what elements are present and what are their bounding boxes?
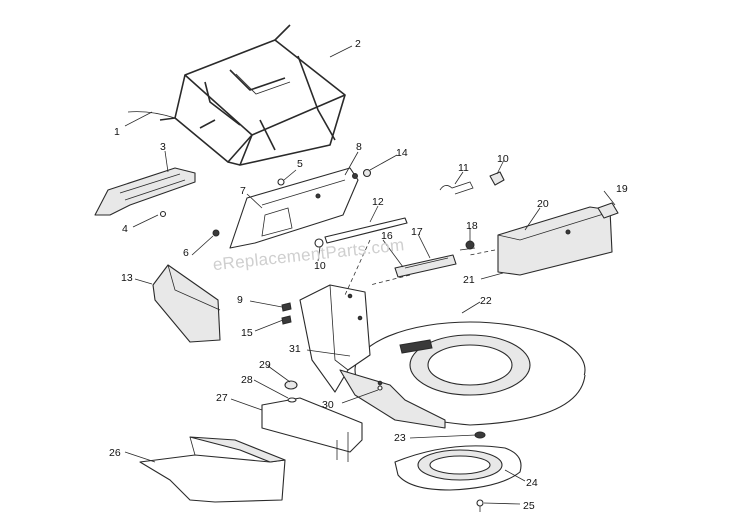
discharge-chute-part-26 [139, 436, 286, 503]
bolt-part-9 [281, 302, 292, 312]
leader-lines [124, 45, 616, 505]
nut-part-29 [284, 380, 298, 390]
bag-frame-part-2 [159, 24, 346, 166]
end-cap-part-19 [597, 202, 619, 219]
screw-part-25 [476, 499, 484, 512]
bolt-part-30 [377, 385, 383, 391]
mower-deck-part-22 [299, 284, 586, 429]
callout-9: 9 [237, 294, 243, 306]
screw-part-14 [362, 168, 372, 178]
callout-13: 13 [121, 272, 133, 284]
lower-pan-part-24 [394, 445, 522, 491]
callout-2: 2 [355, 38, 361, 50]
callout-14: 14 [396, 147, 408, 159]
callout-17: 17 [411, 226, 423, 238]
bracket-part-3 [94, 167, 196, 218]
knob-part-10 [489, 171, 505, 186]
callout-25: 25 [523, 500, 535, 512]
callout-5: 5 [297, 158, 303, 170]
callout-16: 16 [381, 230, 393, 242]
fastener-part-5 [277, 178, 285, 186]
callout-18: 18 [466, 220, 478, 232]
callout-3: 3 [160, 141, 166, 153]
callout-7: 7 [240, 185, 246, 197]
assembly-guidelines [344, 239, 496, 296]
front-shield-part-27 [261, 397, 363, 462]
callout-29: 29 [259, 359, 271, 371]
callout-30: 30 [322, 399, 334, 411]
bolt-part-23 [474, 431, 486, 439]
callout-15: 15 [241, 327, 253, 339]
rod-part-12 [314, 217, 408, 248]
callout-31: 31 [289, 343, 301, 355]
hinge-plate-part-16 [394, 254, 457, 278]
callout-12: 12 [372, 196, 384, 208]
washer-part-28 [287, 397, 297, 403]
callout-8: 8 [356, 141, 362, 153]
callout-19: 19 [616, 183, 628, 195]
spring-part-11 [439, 181, 474, 195]
bolt-part-15 [281, 315, 292, 325]
pin-part-17 [459, 247, 476, 251]
callout-28: 28 [241, 374, 253, 386]
bolt-part-6 [212, 229, 220, 237]
callout-6: 6 [183, 247, 189, 259]
callout-4: 4 [122, 223, 128, 235]
bushing-part-18 [465, 240, 475, 250]
handle-housing-part-20 [497, 206, 613, 276]
callout-26: 26 [109, 447, 121, 459]
callout-27: 27 [216, 392, 228, 404]
callout-numbers: 1 2 3 4 5 6 7 8 9 10 10 11 12 13 14 15 1… [109, 38, 628, 512]
callout-10-upper: 10 [497, 153, 509, 165]
callout-11: 11 [458, 162, 469, 174]
callout-23: 23 [394, 432, 406, 444]
rear-door-part-8 [229, 167, 359, 249]
callout-24: 24 [526, 477, 538, 489]
side-shield-part-13 [152, 264, 221, 343]
callout-20: 20 [537, 198, 549, 210]
callout-10-lower: 10 [314, 260, 326, 272]
callout-21: 21 [463, 274, 475, 286]
callout-22: 22 [480, 295, 492, 307]
callout-1: 1 [114, 126, 120, 138]
